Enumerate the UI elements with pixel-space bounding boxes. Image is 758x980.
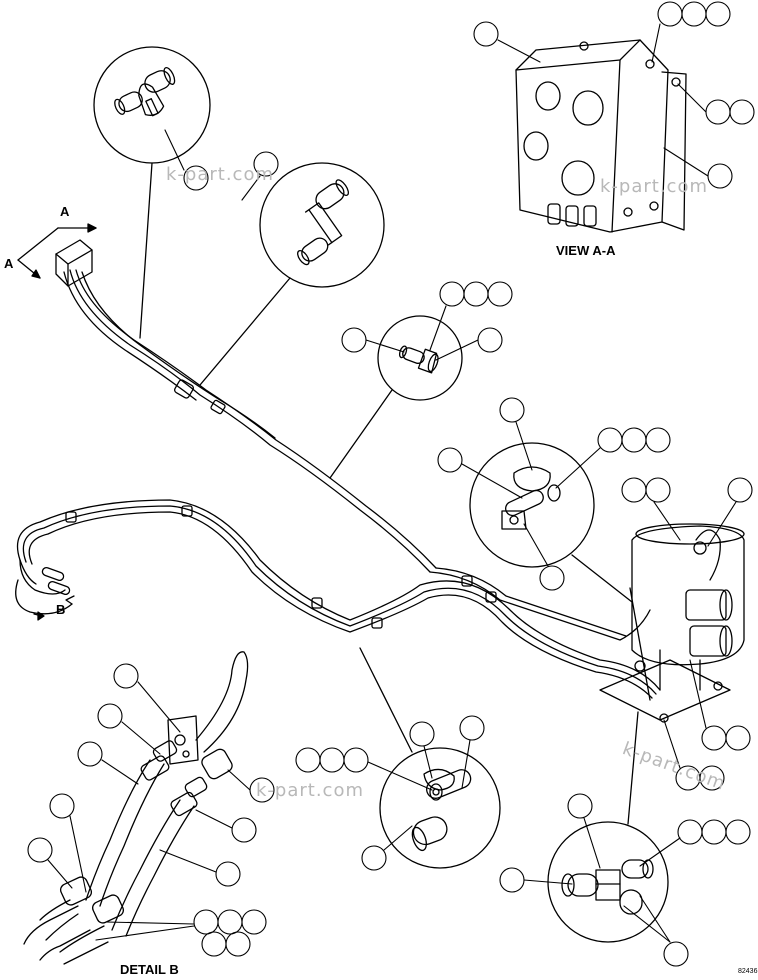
view-a-label-top: A [60,204,70,219]
detail-circle-clamp-upper-left [93,46,211,164]
electrical-connector [55,239,93,287]
view-b-label: B [56,602,66,617]
detail-circle-clamp-lower-right [547,821,669,943]
view-a-label-left: A [4,256,14,271]
valve-assembly [599,523,745,723]
figure-number: 82436 [738,968,758,975]
view-a-arrows [17,223,97,279]
watermark-2: k-part.com [600,176,708,197]
view-aa-label: VIEW A-A [556,243,616,258]
hose-bundle-main [16,269,661,699]
detail-circle-clamp-upper-middle [259,162,385,288]
detail-b-fittings [23,651,249,965]
bundle-clamp-markers [65,379,497,629]
view-b-arrow [15,579,75,621]
watermark-3: k-part.com [256,780,364,801]
callout-balloons [27,1,755,967]
hose-ends-detail-b-region [19,559,71,596]
detail-b-label: DETAIL B [120,962,179,977]
detail-circle-clamp-lower-center [379,747,501,869]
detail-circle-clamp-right [469,442,595,568]
detail-circle-clamp-center [377,315,463,401]
watermark-1: k-part.com [166,164,274,185]
view-aa-connector-block [515,39,687,233]
